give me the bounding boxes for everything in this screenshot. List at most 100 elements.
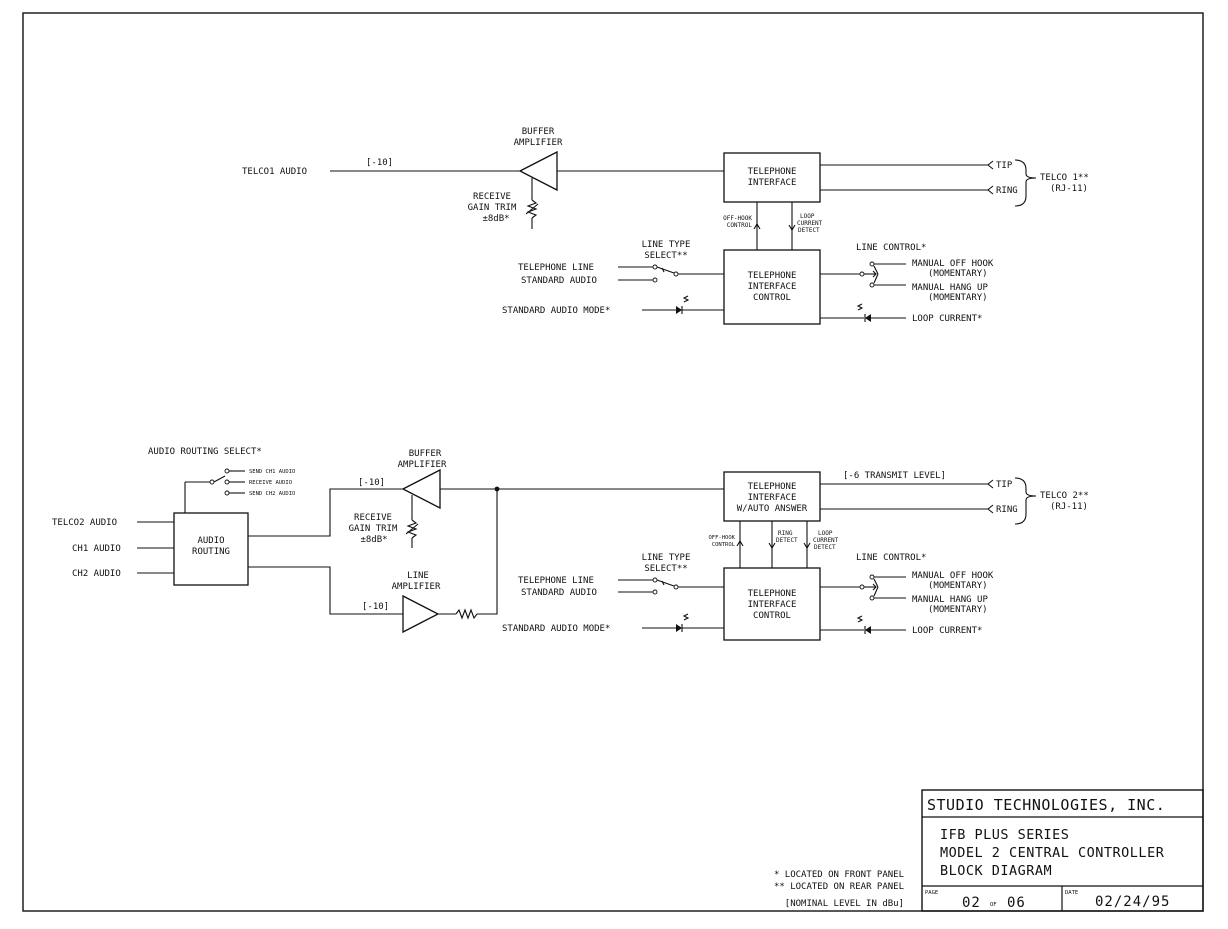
telco1-connector-label: TELCO 1**: [1040, 173, 1089, 183]
line-control-label: LINE CONTROL*: [856, 243, 926, 253]
telco2-tip-label: TIP: [996, 480, 1013, 490]
audio-routing-select-label: AUDIO ROUTING SELECT*: [148, 447, 262, 457]
gain-trim-label-2: GAIN TRIM: [468, 203, 517, 213]
tel2-interface-label-2: INTERFACE: [748, 493, 797, 503]
tel-interface-label-2: INTERFACE: [748, 178, 797, 188]
line-type2-label-2: SELECT**: [644, 564, 687, 574]
route-opt-ch1: SEND CH1 AUDIO: [249, 469, 295, 475]
page-total: 06: [1007, 895, 1026, 911]
date-caption: DATE: [1065, 890, 1078, 896]
tic-label-3: CONTROL: [753, 293, 791, 303]
telco2-telephone-interface: [723, 471, 821, 522]
loop2-detect-label-3: DETECT: [814, 544, 836, 551]
telco1-interface-control: [723, 249, 821, 325]
line-type-label-2: SELECT**: [644, 251, 687, 261]
gain-trim2-label-2: GAIN TRIM: [349, 524, 398, 534]
telco2-buffer-amplifier: [401, 468, 441, 510]
off-hook-label-2: CONTROL: [727, 222, 753, 229]
loop-detect-label-3: DETECT: [798, 227, 820, 234]
manual-hang-up-sub: (MOMENTARY): [928, 293, 988, 303]
note-front-panel: * LOCATED ON FRONT PANEL: [774, 870, 904, 880]
line-type2-label-1: LINE TYPE: [642, 553, 691, 563]
line-type-label-1: LINE TYPE: [642, 240, 691, 250]
telco2-connector-label: TELCO 2**: [1040, 491, 1089, 501]
tic2-label-3: CONTROL: [753, 611, 791, 621]
manual-hang-up2-sub: (MOMENTARY): [928, 605, 988, 615]
route-opt-ch2: SEND CH2 AUDIO: [249, 491, 295, 497]
title-line-1: IFB PLUS SERIES: [940, 827, 1069, 843]
standard-audio-mode-label: STANDARD AUDIO MODE*: [502, 306, 610, 316]
gain-trim-label-3: ±8dB*: [482, 214, 509, 224]
route-opt-receive: RECEIVE AUDIO: [249, 480, 292, 486]
manual-hang-up-label: MANUAL HANG UP: [912, 283, 988, 293]
telco1-rj-label: (RJ-11): [1050, 184, 1088, 194]
buffer-amp-label-1: BUFFER: [522, 127, 555, 137]
routing-label-2: ROUTING: [192, 547, 230, 557]
line-control2-label: LINE CONTROL*: [856, 553, 926, 563]
telco2-rj-label: (RJ-11): [1050, 502, 1088, 512]
manual-off-hook-sub: (MOMENTARY): [928, 269, 988, 279]
title-line-2: MODEL 2 CENTRAL CONTROLLER: [940, 845, 1165, 861]
tic2-label-2: INTERFACE: [748, 600, 797, 610]
tic-label-2: INTERFACE: [748, 282, 797, 292]
note-rear-panel: ** LOCATED ON REAR PANEL: [774, 882, 904, 892]
transmit-level-label: [-6 TRANSMIT LEVEL]: [843, 471, 946, 481]
tic-label-1: TELEPHONE: [748, 271, 797, 281]
buffer2-label-2: AMPLIFIER: [398, 460, 447, 470]
ring-detect-label-2: DETECT: [776, 537, 798, 544]
tel2-interface-label-3: W/AUTO ANSWER: [737, 504, 808, 514]
telco2-ring-label: RING: [996, 505, 1018, 515]
page-of: OF: [990, 902, 997, 908]
telephone-line2-label: TELEPHONE LINE: [518, 576, 594, 586]
off-hook-label-1: OFF-HOOK: [723, 215, 752, 222]
tel-interface-label-1: TELEPHONE: [748, 167, 797, 177]
telco2-level-top: [-10]: [358, 478, 385, 488]
standard-audio-mode2-label: STANDARD AUDIO MODE*: [502, 624, 610, 634]
off-hook2-label-1: OFF-HOOK: [709, 535, 736, 541]
buffer-amp-label-2: AMPLIFIER: [514, 138, 563, 148]
telco1-ring-label: RING: [996, 186, 1018, 196]
ring-detect-label-1: RING: [778, 530, 793, 537]
telco2-audio-label: TELCO2 AUDIO: [52, 518, 117, 528]
manual-off-hook-label: MANUAL OFF HOOK: [912, 259, 994, 269]
gain-trim2-label-3: ±8dB*: [360, 535, 387, 545]
audio-routing-box: [173, 512, 249, 586]
line-amp-label-2: AMPLIFIER: [392, 582, 441, 592]
standard-audio-label: STANDARD AUDIO: [521, 276, 597, 286]
loop-detect-label-2: CURRENT: [797, 220, 823, 227]
manual-off-hook2-label: MANUAL OFF HOOK: [912, 571, 994, 581]
line-amplifier: [402, 594, 440, 634]
note-nominal-level: [NOMINAL LEVEL IN dBu]: [785, 899, 904, 909]
telco1-telephone-interface: [723, 152, 821, 203]
title-block: STUDIO TECHNOLOGIES, INC. IFB PLUS SERIE…: [921, 789, 1204, 912]
notes: * LOCATED ON FRONT PANEL ** LOCATED ON R…: [774, 870, 904, 909]
telco2-level-bottom: [-10]: [362, 602, 389, 612]
off-hook2-label-2: CONTROL: [712, 542, 736, 548]
page-caption: PAGE: [925, 890, 938, 896]
telco2-section: AUDIO ROUTING SELECT* SEND CH1 AUDIO REC…: [52, 447, 1089, 641]
telco1-level-label: [-10]: [366, 158, 393, 168]
telco1-buffer-amplifier: [518, 150, 558, 192]
loop-current-label: LOOP CURRENT*: [912, 314, 982, 324]
telco2-interface-control: [723, 567, 821, 641]
loop2-detect-label-1: LOOP: [818, 530, 833, 537]
drawing-date: 02/24/95: [1095, 894, 1170, 910]
gain-trim2-label-1: RECEIVE: [354, 513, 392, 523]
telco1-tip-label: TIP: [996, 161, 1013, 171]
manual-hang-up2-label: MANUAL HANG UP: [912, 595, 988, 605]
tel2-interface-label-1: TELEPHONE: [748, 482, 797, 492]
company-name: STUDIO TECHNOLOGIES, INC.: [927, 796, 1165, 814]
buffer2-label-1: BUFFER: [409, 449, 442, 459]
loop-detect-label-1: LOOP: [800, 213, 815, 220]
standard-audio2-label: STANDARD AUDIO: [521, 588, 597, 598]
routing-label-1: AUDIO: [197, 536, 224, 546]
telco1-audio-label: TELCO1 AUDIO: [242, 167, 307, 177]
loop2-detect-label-2: CURRENT: [813, 537, 839, 544]
telephone-line-label: TELEPHONE LINE: [518, 263, 594, 273]
page-number: 02: [962, 895, 981, 911]
gain-trim-label-1: RECEIVE: [473, 192, 511, 202]
tic2-label-1: TELEPHONE: [748, 589, 797, 599]
ch2-audio-label: CH2 AUDIO: [72, 569, 121, 579]
sheet-border: [22, 12, 1204, 912]
